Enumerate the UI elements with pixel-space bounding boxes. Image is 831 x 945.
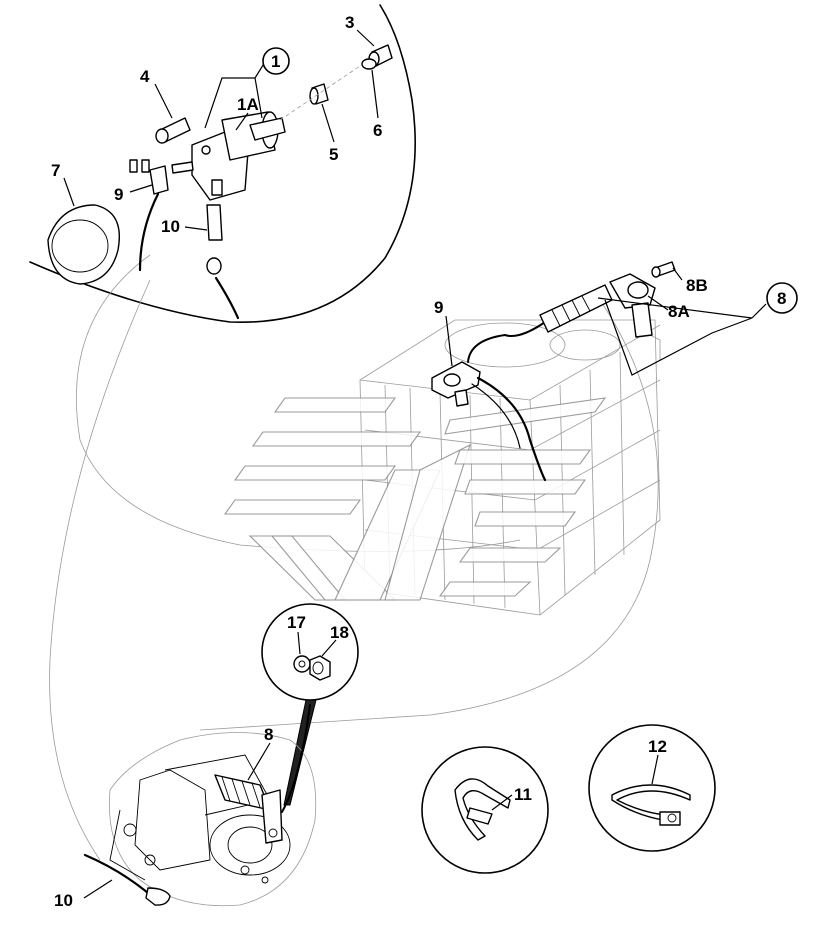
leader-6: [371, 69, 379, 119]
cable-10-bottom: [83, 853, 150, 895]
part-spacer-5: [309, 83, 329, 105]
leader-4: [154, 83, 173, 119]
guide-line-bottom: [49, 279, 151, 861]
cable-8-main: [467, 319, 549, 363]
part-bolt-8b: [651, 261, 676, 278]
callout-5: 5: [329, 145, 338, 164]
leader-18: [321, 639, 337, 657]
callout-7: 7: [51, 161, 60, 180]
part-washer-17-hole: [298, 660, 306, 668]
callout-circle-8: [766, 282, 798, 314]
leader-8: [247, 742, 271, 781]
part-lug-10-bottom: [145, 887, 171, 906]
callout-8a: 8A: [668, 302, 690, 321]
part-cable-boot-8: [539, 284, 613, 333]
leader-1a: [235, 112, 249, 131]
callout-9-top: 9: [114, 185, 123, 204]
cable-top-left: [138, 192, 160, 272]
leader-12: [651, 754, 659, 785]
part-washer-6: [361, 58, 377, 70]
watermark-logo: [223, 397, 607, 601]
callout-12: 12: [648, 737, 667, 756]
callout-3: 3: [345, 13, 354, 32]
callout-8-circled: 8: [777, 289, 786, 308]
callout-11: 11: [514, 785, 532, 804]
leader-10a: [184, 226, 208, 231]
cable-9-negative-b: [471, 383, 521, 449]
cable-top-right: [214, 276, 240, 320]
cable-9-negative: [476, 376, 547, 482]
leader-8b: [672, 267, 683, 281]
assembly-axis: [279, 65, 361, 121]
detail-circle-11: [421, 746, 549, 874]
detail-circle-top: [29, 4, 416, 324]
detail-circle-12: [588, 724, 716, 852]
part-terminal-small-a: [129, 159, 138, 173]
callout-10-bottom: 10: [54, 891, 73, 910]
part-lug-9-top: [149, 165, 169, 195]
callout-8-starter: 8: [264, 725, 273, 744]
callout-1a: 1A: [237, 95, 259, 114]
leader-8a: [647, 295, 669, 311]
callout-circle-1: [262, 47, 290, 75]
callout-1: 1: [271, 52, 280, 71]
leader-3: [356, 29, 375, 47]
callout-6: 6: [373, 121, 382, 140]
part-washer-17: [293, 655, 311, 673]
cable-8-to-starter: [281, 704, 311, 813]
leader-9b: [445, 315, 453, 367]
leader-17: [297, 631, 301, 655]
detail-circle-17-18: [261, 603, 359, 701]
part-sleeve-10: [206, 204, 223, 275]
part-cable-tie-11: [454, 778, 511, 841]
part-cap-7: [47, 204, 120, 285]
part-nut-18: [309, 655, 331, 681]
leader-10b: [83, 879, 113, 899]
part-switch-1: [171, 111, 286, 201]
callout-17: 17: [287, 613, 306, 632]
callout-4: 4: [140, 67, 150, 86]
detail-connector-tail: [283, 699, 317, 806]
part-starter-boot-8: [214, 774, 283, 844]
part-clamp-strap-12: [611, 784, 691, 826]
callout-8b: 8B: [686, 276, 708, 295]
part-terminal-small-b: [141, 159, 150, 173]
leader-8c: [751, 303, 767, 319]
leader-7: [63, 177, 75, 207]
callout-10-top: 10: [161, 217, 180, 236]
leader-5: [321, 103, 335, 143]
leader-11: [491, 794, 513, 811]
part-clamp-9: [431, 361, 481, 407]
part-clamp-8a: [609, 273, 656, 338]
starter-motor: [109, 732, 317, 907]
callout-9-battery: 9: [434, 298, 443, 317]
callout-18: 18: [330, 623, 349, 642]
part-bolt-4: [155, 117, 191, 144]
leader-9a: [129, 184, 153, 193]
